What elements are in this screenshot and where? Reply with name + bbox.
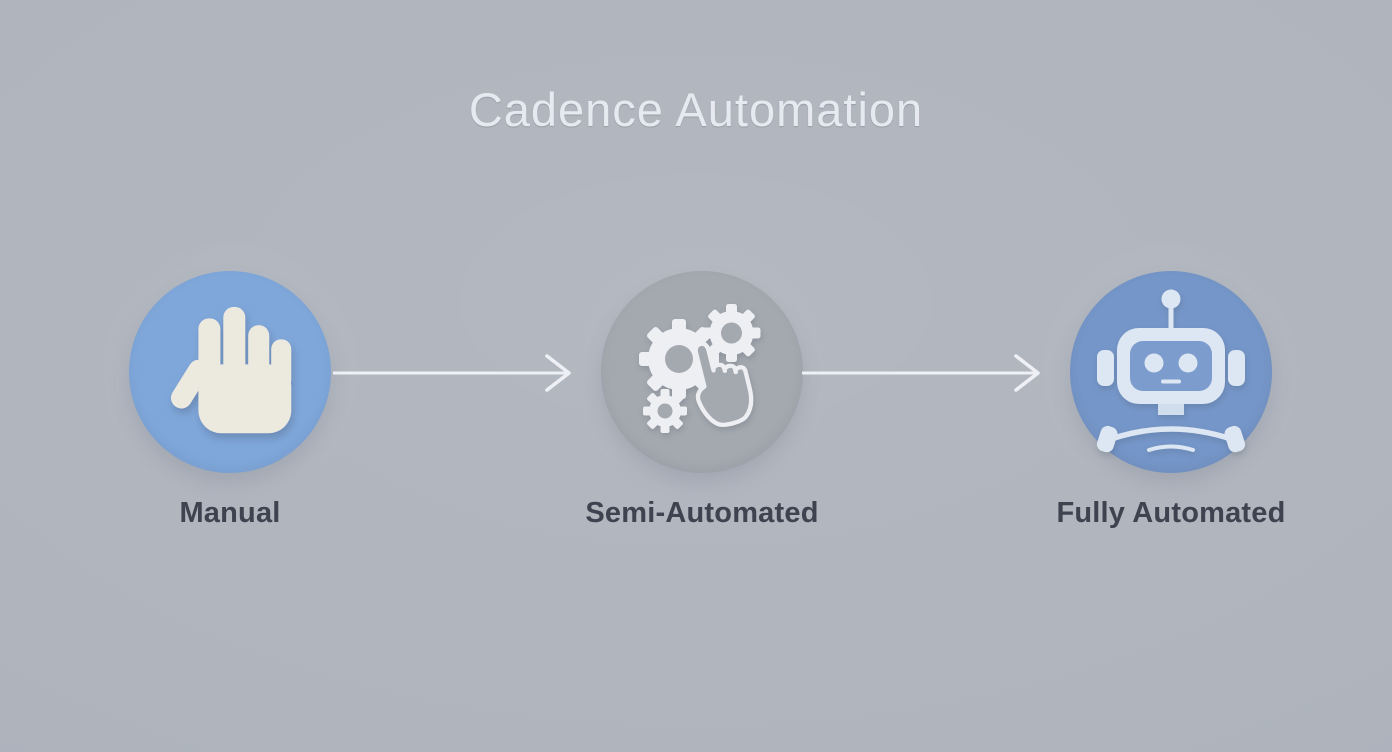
- arrow-right-connector-1: [333, 354, 571, 392]
- stage-semi-automated-label: Semi-Automated: [585, 497, 819, 529]
- robot-mouth: [1161, 379, 1181, 384]
- raised-hand-icon: [170, 306, 292, 434]
- stage-fully-automated-circle: [1070, 271, 1272, 473]
- stage-semi-automated: Semi-Automated: [522, 271, 882, 530]
- robot-icon: [1096, 289, 1246, 453]
- gear-small-icon: [643, 389, 687, 433]
- gear-medium-icon: [702, 304, 761, 362]
- raised-hand-shape: [170, 306, 292, 434]
- arrow-head-icon: [545, 354, 571, 392]
- robot-chest-line: [1147, 444, 1195, 452]
- gears-click-hand-icon: [639, 304, 761, 433]
- stage-manual: Manual: [50, 271, 410, 530]
- stage-fully-automated-label: Fully Automated: [1056, 497, 1286, 529]
- robot-face: [1130, 341, 1212, 391]
- stage-semi-automated-circle: [601, 271, 803, 473]
- robot-shape: [1096, 289, 1246, 453]
- stage-fully-automated: Fully Automated: [991, 271, 1351, 530]
- arrow-head-icon: [1014, 354, 1040, 392]
- robot-eye-left: [1144, 353, 1164, 373]
- robot-hand-left: [1096, 425, 1118, 453]
- stage-manual-circle: [129, 271, 331, 473]
- pointer-hand-icon: [693, 341, 754, 427]
- arrow-right-connector-2: [802, 354, 1040, 392]
- page-title: Cadence Automation: [468, 83, 924, 136]
- robot-hand-right: [1224, 425, 1246, 453]
- robot-shoulders: [1108, 426, 1234, 442]
- robot-neck: [1158, 404, 1184, 415]
- robot-eye-right: [1178, 353, 1198, 373]
- stage-manual-label: Manual: [179, 497, 281, 529]
